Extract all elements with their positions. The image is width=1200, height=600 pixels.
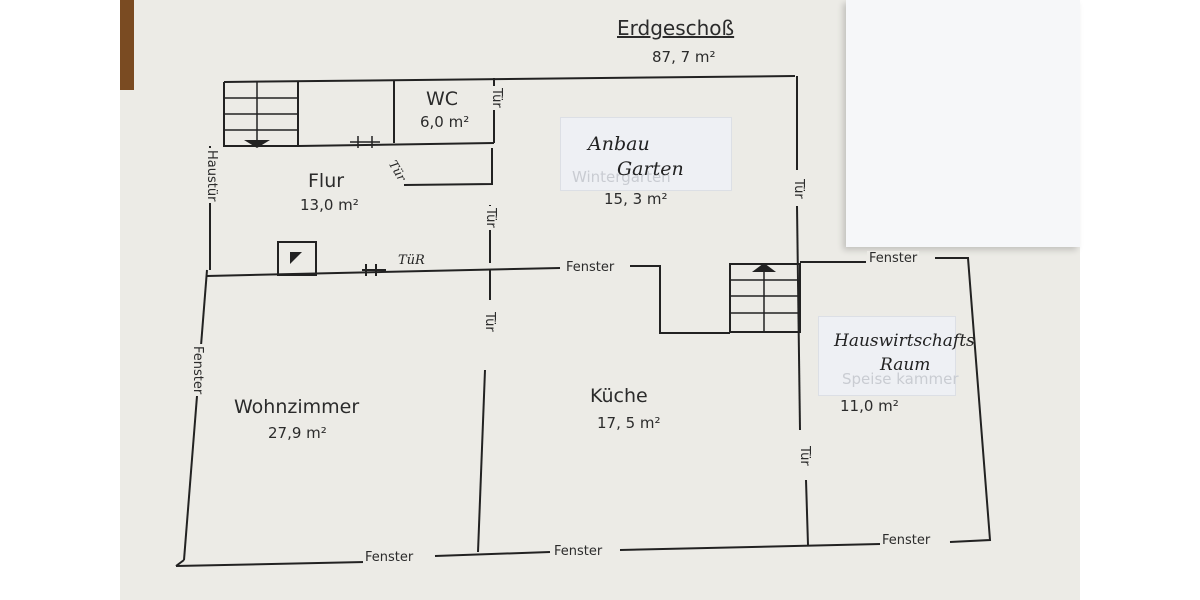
covered-speisekammer: Speise kammer <box>842 370 959 388</box>
stair-arrow-up-icon <box>752 263 776 272</box>
tuer-label-wc: Tür <box>489 86 504 110</box>
left-wall-lower <box>183 269 208 561</box>
flur-name: Flur <box>308 170 345 192</box>
flur-area: 13,0 m² <box>300 196 359 214</box>
stair-box-right <box>729 263 801 333</box>
chimney-symbol-icon <box>290 252 302 264</box>
top-wall <box>223 75 796 83</box>
tuer-label-flur: Tür <box>483 206 498 230</box>
wohnzimmer-name: Wohnzimmer <box>234 396 360 418</box>
covered-wintergarten: Wintergarten <box>572 168 671 186</box>
wc-area: 6,0 m² <box>420 113 470 131</box>
fenster-label-left: Fenster <box>190 344 205 397</box>
anbau-name-line2: Garten <box>617 158 684 180</box>
wc-name: WC <box>426 88 459 110</box>
chimney <box>277 241 317 276</box>
kueche-area: 17, 5 m² <box>597 414 661 432</box>
table-edge <box>120 0 134 90</box>
plan-title: Erdgeschoß <box>617 16 735 40</box>
tuer-label-right-lower: Tür <box>797 444 812 468</box>
fenster-label-bottom-1: Fenster <box>363 550 416 565</box>
stair-arrow-down-icon <box>244 140 270 148</box>
fenster-label-center: Fenster <box>564 260 617 275</box>
overlapping-paper <box>846 0 1080 247</box>
tuer-label-hand-flur: TüR <box>398 253 425 268</box>
fenster-label-hwr-top: Fenster <box>867 251 920 266</box>
fenster-label-bottom-2: Fenster <box>552 544 605 559</box>
anbau-name-line1: Anbau <box>588 133 650 155</box>
sticker-anbau <box>560 117 732 191</box>
fenster-label-bottom-3: Fenster <box>880 533 933 548</box>
tuer-label-right-upper: Tür <box>791 177 806 201</box>
corridor-wall <box>297 142 495 147</box>
hwr-name-line1: Hauswirtschafts <box>834 331 975 351</box>
sticker-hwr <box>818 316 956 396</box>
kueche-name: Küche <box>590 385 648 407</box>
anbau-area: 15, 3 m² <box>604 190 668 208</box>
tuer-label-central: Tür <box>482 310 497 334</box>
hwr-name-line2: Raum <box>880 355 931 375</box>
total-area: 87, 7 m² <box>652 48 716 66</box>
wohnzimmer-area: 27,9 m² <box>268 424 327 442</box>
haustuer-label: Haustür <box>204 148 219 204</box>
hwr-area: 11,0 m² <box>840 397 899 415</box>
